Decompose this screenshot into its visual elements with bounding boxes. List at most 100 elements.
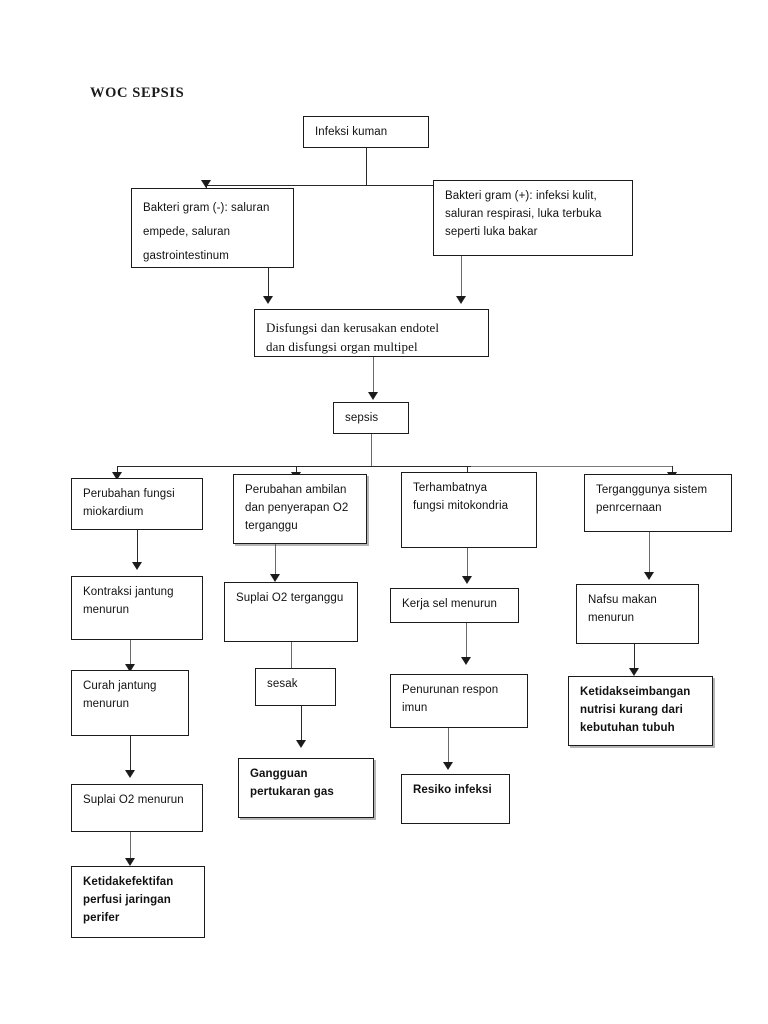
arrowhead-sepsis [368, 392, 378, 400]
arrowhead-suplai-terganggu [270, 574, 280, 582]
node-line: menurun [83, 603, 130, 616]
edge-sepsis-to-col1 [117, 466, 118, 477]
arrowhead-kontraksi [132, 562, 142, 570]
node-perubahan-ambilan-o2[interactable]: Perubahan ambilan dan penyerapan O2 terg… [233, 474, 367, 544]
node-perubahan-fungsi-miokardium[interactable]: Perubahan fungsi miokardium [71, 478, 203, 530]
arrowhead-disfungsi-right [456, 296, 466, 304]
node-line: Kontraksi jantung [83, 586, 174, 598]
node-penurunan-respon-imun[interactable]: Penurunan respon imun [390, 674, 528, 728]
edge-pencernaan-to-nafsu-makan [649, 532, 650, 576]
node-infeksi-kuman[interactable]: Infeksi kuman [303, 116, 429, 148]
edge-suplai-to-ketidakefektifan [130, 832, 131, 862]
node-line: dan disfungsi organ multipel [266, 338, 418, 354]
page-title: WOC SEPSIS [90, 85, 185, 101]
edge-mitokondria-to-kerja-sel [467, 548, 468, 580]
edge-infeksi-stem [366, 148, 367, 185]
node-line: Kerja sel menurun [402, 598, 498, 610]
node-line: Perubahan ambilan [245, 484, 347, 496]
node-line: Terganggunya sistem [596, 484, 708, 496]
node-sepsis[interactable]: sepsis [333, 402, 409, 434]
arrowhead-kerja-sel [462, 576, 472, 584]
edge-sepsis-to-col3 [467, 466, 468, 477]
node-line: seperti luka bakar [445, 225, 538, 238]
node-line: empede, saluran [143, 226, 231, 239]
node-line: menurun [83, 697, 130, 710]
arrowhead-col1 [112, 472, 122, 480]
node-line: Bakteri gram (-): saluran [143, 202, 270, 214]
edge-infeksi-split-bar [206, 185, 506, 186]
edge-sepsis-to-col2 [296, 466, 297, 477]
node-line: Nafsu makan [588, 594, 657, 606]
node-line: terganggu [245, 519, 298, 532]
node-gangguan-pertukaran-gas[interactable]: Gangguan pertukaran gas [238, 758, 374, 818]
arrowhead-curah [125, 664, 135, 672]
node-line: saluran respirasi, luka terbuka [445, 207, 602, 220]
node-line: Perubahan fungsi [83, 488, 175, 500]
node-line: gastrointestinum [143, 250, 229, 263]
node-curah-jantung-menurun[interactable]: Curah jantung menurun [71, 670, 189, 736]
node-kerja-sel-menurun[interactable]: Kerja sel menurun [390, 588, 519, 623]
edge-sepsis-stem [371, 434, 372, 466]
node-line: dan penyerapan O2 [245, 501, 349, 514]
arrowhead-resiko-infeksi [443, 762, 453, 770]
node-line: imun [402, 701, 428, 714]
edge-kontraksi-to-curah [130, 640, 131, 668]
node-terhambatnya-fungsi-mitokondria[interactable]: Terhambatnya fungsi mitokondria [401, 472, 537, 548]
node-line: Terhambatnya [413, 482, 488, 494]
node-line: sesak [267, 678, 298, 690]
node-line: Bakteri gram (+): infeksi kulit, [445, 190, 597, 202]
edge-miokardium-to-kontraksi [137, 530, 138, 566]
node-line: nutrisi kurang dari [580, 703, 683, 716]
edge-disfungsi-to-sepsis [373, 357, 374, 396]
node-resiko-infeksi[interactable]: Resiko infeksi [401, 774, 510, 824]
node-line: Infeksi kuman [315, 126, 388, 138]
node-suplai-o2-terganggu[interactable]: Suplai O2 terganggu [224, 582, 358, 642]
edge-gram-neg-to-disfungsi [268, 268, 269, 300]
node-line: menurun [588, 611, 635, 624]
node-bakteri-gram-positif[interactable]: Bakteri gram (+): infeksi kulit, saluran… [433, 180, 633, 256]
edge-kerja-sel-to-penurunan-respon [466, 623, 467, 661]
edge-sepsis-to-col4 [672, 466, 673, 477]
node-line: pertukaran gas [250, 785, 334, 798]
arrowhead-ketidakefektifan [125, 858, 135, 866]
edge-sepsis-split-bar-right [471, 466, 673, 467]
edge-penurunan-respon-to-resiko [448, 728, 449, 766]
node-line: penrcernaan [596, 501, 662, 514]
edge-nafsu-makan-to-ketidakseimbangan [634, 644, 635, 672]
edge-gram-pos-to-disfungsi [461, 256, 462, 300]
node-line: miokardium [83, 505, 144, 518]
node-line: Curah jantung [83, 680, 157, 692]
node-ketidakseimbangan-nutrisi[interactable]: Ketidakseimbangan nutrisi kurang dari ke… [568, 676, 713, 746]
node-line: perfusi jaringan [83, 893, 171, 906]
arrowhead-gangguan-pertukaran-gas [296, 740, 306, 748]
arrowhead-suplai-o2-menurun [125, 770, 135, 778]
arrowhead-disfungsi-left [263, 296, 273, 304]
node-line: Ketidakseimbangan [580, 686, 691, 698]
node-ketidakefektifan-perfusi[interactable]: Ketidakefektifan perfusi jaringan perife… [71, 866, 205, 938]
arrowhead-ketidakseimbangan [629, 668, 639, 676]
node-line: Ketidakefektifan [83, 876, 174, 888]
edge-curah-to-suplai [130, 736, 131, 774]
arrowhead-nafsu-makan [644, 572, 654, 580]
arrowhead-penurunan-respon [461, 657, 471, 665]
node-disfungsi-endotel[interactable]: Disfungsi dan kerusakan endotel dan disf… [254, 309, 489, 357]
node-nafsu-makan-menurun[interactable]: Nafsu makan menurun [576, 584, 699, 644]
node-suplai-o2-menurun[interactable]: Suplai O2 menurun [71, 784, 203, 832]
node-line: Resiko infeksi [413, 784, 492, 796]
edge-sesak-to-gangguan [301, 706, 302, 744]
node-terganggunya-sistem-pencernaan[interactable]: Terganggunya sistem penrcernaan [584, 474, 732, 532]
node-line: perifer [83, 911, 120, 924]
edge-suplai-terganggu-to-sesak [291, 642, 292, 674]
node-sesak[interactable]: sesak [255, 668, 336, 706]
node-kontraksi-jantung-menurun[interactable]: Kontraksi jantung menurun [71, 576, 203, 640]
node-line: Penurunan respon [402, 684, 499, 696]
node-line: sepsis [345, 412, 379, 424]
node-line: Disfungsi dan kerusakan endotel [266, 320, 440, 335]
node-line: kebutuhan tubuh [580, 721, 675, 734]
node-line: fungsi mitokondria [413, 499, 509, 512]
node-bakteri-gram-negatif[interactable]: Bakteri gram (-): saluran empede, salura… [131, 188, 294, 268]
node-line: Gangguan [250, 768, 308, 780]
arrowhead-gram-neg [201, 180, 211, 188]
node-line: Suplai O2 menurun [83, 794, 184, 806]
